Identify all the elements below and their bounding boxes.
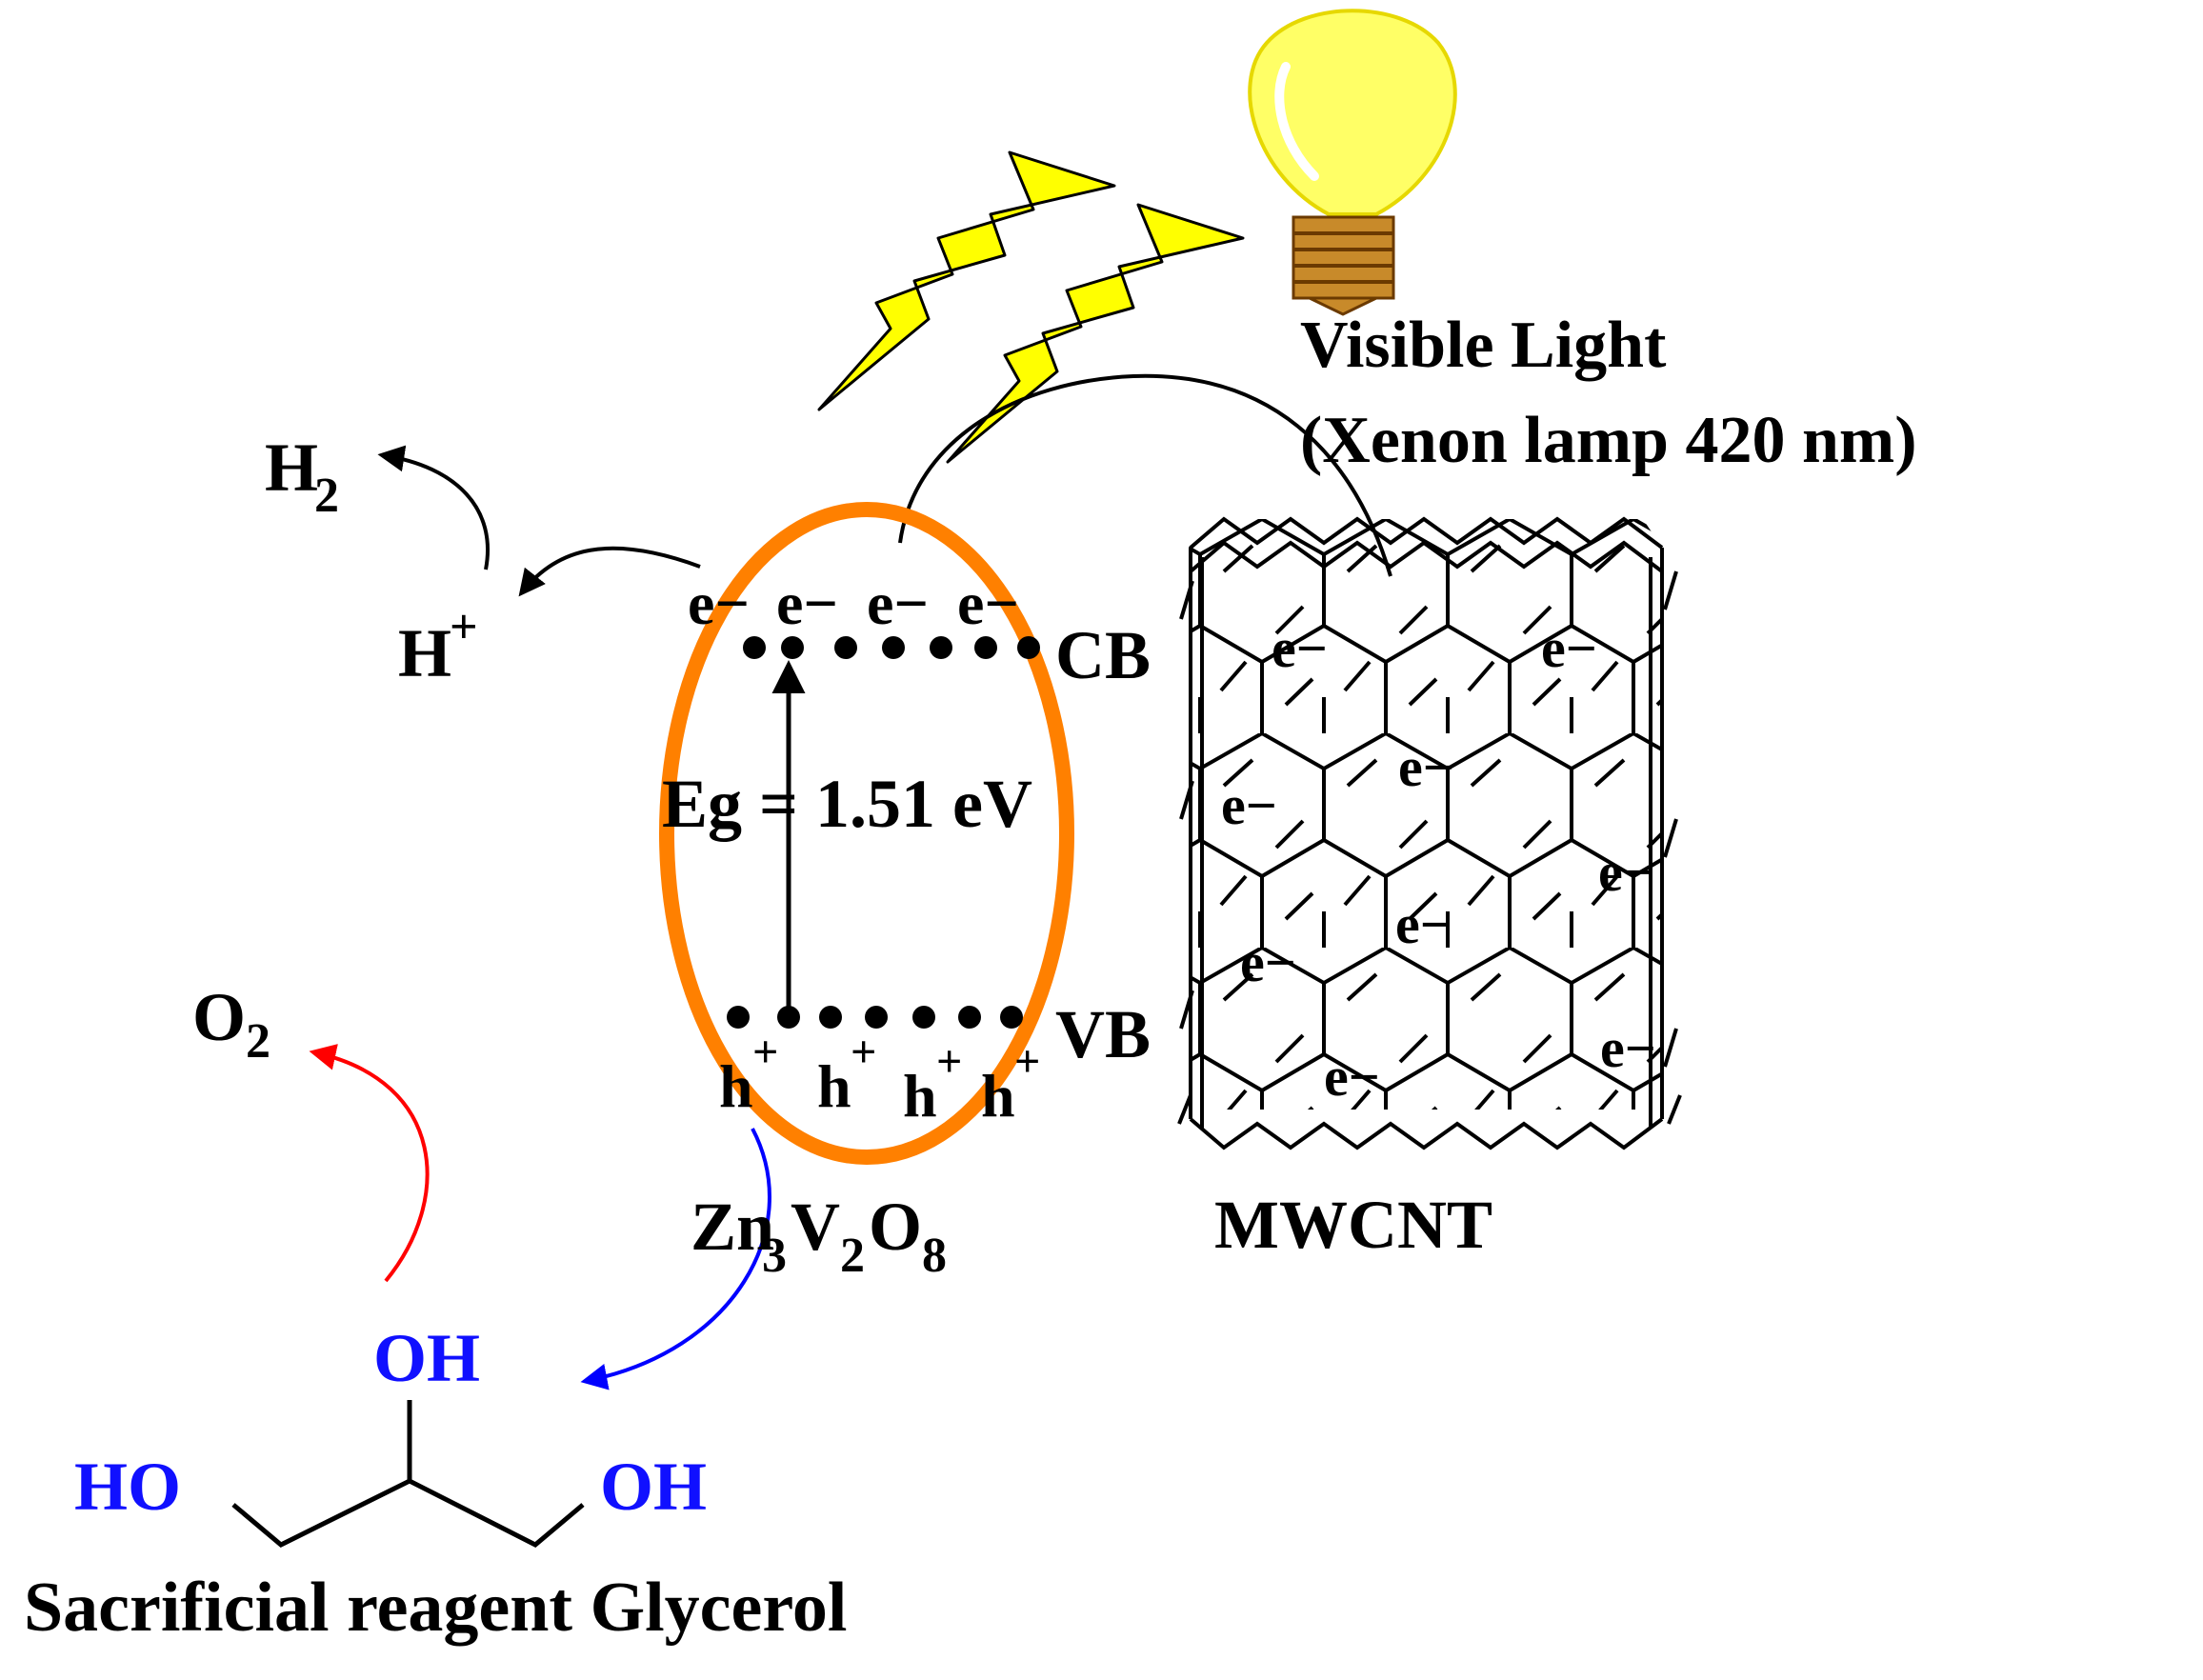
band-dot bbox=[781, 636, 804, 659]
glycerol-oh-top: OH bbox=[373, 1320, 480, 1396]
nanotube-icon bbox=[1177, 516, 1682, 1150]
svg-text:e−: e− bbox=[776, 570, 838, 637]
svg-text:+: + bbox=[450, 600, 478, 654]
svg-text:2: 2 bbox=[246, 1014, 270, 1069]
band-dot bbox=[865, 1006, 888, 1029]
glycerol-oh-right: OH bbox=[600, 1449, 707, 1525]
light-path-curve bbox=[898, 373, 1392, 577]
svg-text:2: 2 bbox=[840, 1229, 865, 1283]
svg-text:h: h bbox=[817, 1052, 851, 1120]
glycerol-skeleton bbox=[231, 1400, 585, 1548]
band-dot bbox=[1017, 636, 1040, 659]
band-dot bbox=[819, 1006, 842, 1029]
svg-text:e−: e− bbox=[688, 570, 750, 637]
svg-text:3: 3 bbox=[762, 1229, 787, 1283]
band-dot bbox=[974, 636, 997, 659]
svg-text:V: V bbox=[791, 1189, 840, 1265]
light-bulb-icon bbox=[1248, 9, 1457, 316]
band-dot bbox=[727, 1006, 750, 1029]
svg-text:O: O bbox=[869, 1189, 922, 1265]
lightning-bolt-icon bbox=[817, 150, 1116, 411]
band-dot bbox=[1000, 1006, 1023, 1029]
hole-transfer-arrow bbox=[580, 1128, 771, 1390]
svg-text:e−: e− bbox=[1541, 617, 1597, 679]
oxidation-arrow bbox=[309, 1044, 430, 1283]
electron-to-proton-arrow bbox=[518, 546, 701, 597]
svg-text:h: h bbox=[903, 1062, 937, 1130]
svg-text:e−: e− bbox=[1600, 1017, 1656, 1079]
svg-text:2: 2 bbox=[314, 469, 339, 523]
semiconductor-formula: Zn 3 V 2 O 8 bbox=[691, 1189, 947, 1283]
svg-text:h: h bbox=[981, 1062, 1015, 1130]
svg-text:H: H bbox=[265, 430, 318, 506]
lightning-bolt-icon bbox=[946, 203, 1245, 464]
svg-text:e−: e− bbox=[1272, 617, 1328, 679]
vb-label: VB bbox=[1055, 996, 1151, 1072]
proton-label: H + bbox=[398, 600, 478, 691]
visible-light-title: Visible Light bbox=[1300, 309, 1666, 382]
svg-text:+: + bbox=[752, 1027, 778, 1077]
svg-text:e−: e− bbox=[1398, 736, 1454, 798]
cb-label: CB bbox=[1055, 617, 1151, 693]
band-dot bbox=[958, 1006, 981, 1029]
svg-text:+: + bbox=[1014, 1036, 1040, 1087]
o2-label: O 2 bbox=[192, 979, 270, 1069]
band-dot bbox=[882, 636, 905, 659]
svg-text:H: H bbox=[398, 615, 451, 691]
h2-label: H 2 bbox=[265, 430, 339, 523]
proton-to-h2-arrow bbox=[377, 445, 490, 570]
svg-text:e−: e− bbox=[1395, 893, 1452, 955]
band-dot bbox=[743, 636, 766, 659]
vb-holes: h + h + h + h + bbox=[719, 1027, 1040, 1130]
band-dot bbox=[912, 1006, 935, 1029]
conduction-band-dots bbox=[743, 636, 1040, 659]
svg-text:e−: e− bbox=[1598, 841, 1654, 903]
svg-text:8: 8 bbox=[922, 1229, 947, 1283]
cb-electrons: e− e− e− e− bbox=[688, 570, 1019, 637]
svg-text:e−: e− bbox=[1324, 1046, 1380, 1108]
svg-text:Zn: Zn bbox=[691, 1189, 774, 1265]
svg-text:e−: e− bbox=[1221, 774, 1277, 836]
svg-text:+: + bbox=[936, 1036, 962, 1087]
band-dot bbox=[834, 636, 857, 659]
svg-text:+: + bbox=[851, 1027, 876, 1077]
svg-text:e−: e− bbox=[1240, 931, 1296, 993]
band-dot bbox=[930, 636, 952, 659]
band-gap-label: Eg = 1.51 eV bbox=[662, 766, 1032, 842]
svg-text:e−: e− bbox=[867, 570, 929, 637]
mwcnt-label: MWCNT bbox=[1214, 1187, 1492, 1263]
valence-band-dots bbox=[727, 1006, 1023, 1029]
glycerol-caption: Sacrificial reagent Glycerol bbox=[24, 1569, 847, 1647]
svg-text:e−: e− bbox=[957, 570, 1019, 637]
svg-text:O: O bbox=[192, 979, 246, 1055]
nanotube-electrons: e− e− e− e− e− e− e− e− e− bbox=[1221, 617, 1656, 1108]
glycerol-ho-left: HO bbox=[74, 1449, 181, 1525]
xenon-lamp-label: (Xenon lamp 420 nm) bbox=[1300, 404, 1917, 477]
semiconductor-ellipse bbox=[659, 502, 1074, 1165]
svg-text:h: h bbox=[719, 1052, 753, 1120]
